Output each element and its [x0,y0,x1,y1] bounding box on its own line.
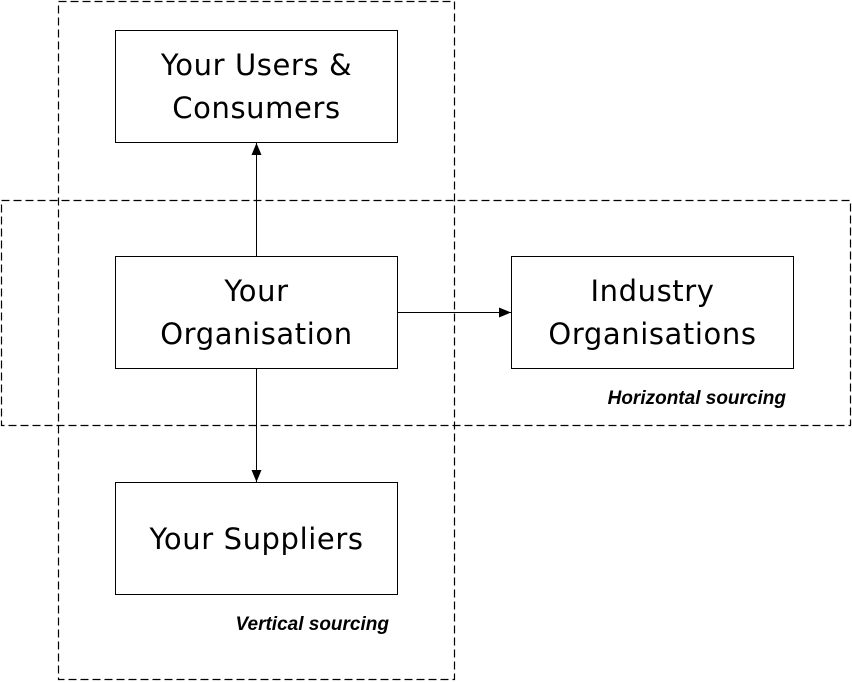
suppliers-label: Your Suppliers [148,522,363,556]
industry-label-line2: Organisations [548,317,756,351]
horizontal-sourcing-caption: Horizontal sourcing [608,388,787,409]
organisation-label-line1: Your [223,274,288,308]
users-consumers-box [115,30,398,143]
horizontal-sourcing-region [0,199,852,427]
users-label-line1: Your Users & [160,48,352,82]
vertical-sourcing-caption: Vertical sourcing [236,614,390,635]
suppliers-box [115,482,398,595]
organisation-box [115,256,398,369]
vertical-sourcing-region [57,0,456,681]
industry-label-line1: Industry [590,274,714,308]
industry-organisations-box [511,256,794,369]
users-label-line2: Consumers [172,91,340,125]
organisation-label-line2: Organisation [160,317,353,351]
